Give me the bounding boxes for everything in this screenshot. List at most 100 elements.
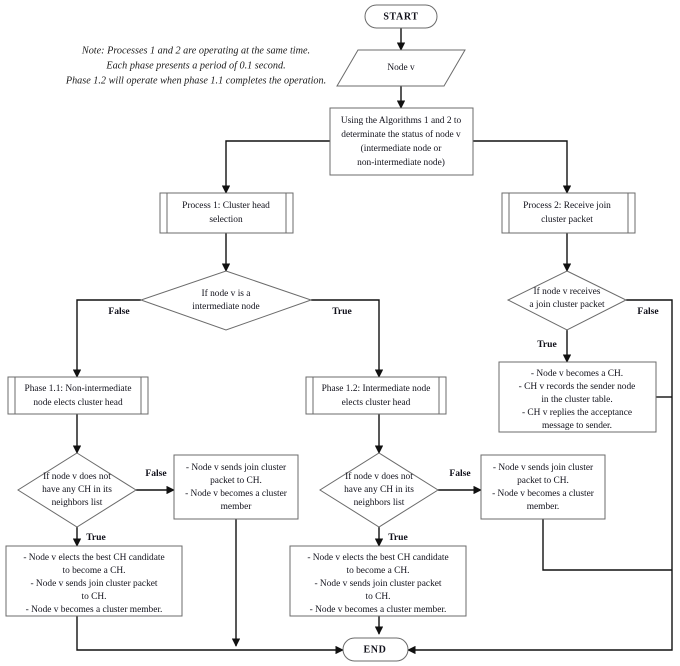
- edge-electbestleft-to-end: [76, 616, 344, 655]
- input-shape: [336, 49, 466, 87]
- node-algorithms: Using the Algorithms 1 and 2 to determin…: [329, 107, 474, 176]
- chactions-line-5: message to sender.: [542, 421, 612, 431]
- electbestright-line-4: to CH.: [365, 592, 390, 602]
- decision-joinpacket-line-2: a join cluster packet: [529, 300, 605, 310]
- algorithms-line-4: non-intermediate node): [357, 157, 445, 168]
- decision-intermediate-line-1: If node v is a: [202, 288, 252, 299]
- node-phase-1-1: Phase 1.1: Non-intermediate node elects …: [7, 376, 149, 415]
- decision-noch-left-line-1: If node v does not: [43, 471, 111, 482]
- chactions-shape: [498, 361, 657, 433]
- electbestright-line-2: to become a CH.: [346, 566, 409, 576]
- electbestleft-line-3: - Node v sends join cluster packet: [30, 579, 157, 589]
- label-noch-left-true: True: [86, 532, 106, 543]
- edge-intermediate-true-to-phase12: [311, 299, 384, 378]
- chactions-line-4: - CH v replies the acceptance: [522, 408, 632, 418]
- start-label: START: [383, 11, 418, 22]
- label-intermediate-true: True: [332, 306, 352, 317]
- node-phase-1-2: Phase 1.2: Intermediate node elects clus…: [305, 376, 447, 415]
- start-shape: [364, 4, 438, 29]
- electbestleft-line-1: - Node v elects the best CH candidate: [23, 553, 164, 563]
- phase12-line-1: Phase 1.2: Intermediate node: [322, 384, 431, 394]
- edge-joinmemberright-down: [542, 519, 672, 571]
- electbestleft-line-2: to become a CH.: [62, 566, 125, 576]
- joinmemberleft-line-1: - Node v sends join cluster: [186, 463, 287, 473]
- electbestleft-shape: [5, 545, 183, 617]
- connectors: [72, 28, 673, 655]
- process2-line-1: Process 2: Receive join: [523, 201, 611, 211]
- phase12-shape: [305, 376, 447, 415]
- node-elect-best-left: - Node v elects the best CH candidate to…: [5, 545, 183, 617]
- decision-intermediate-line-2: intermediate node: [192, 302, 259, 312]
- edge-intermediate-false-to-phase11: [72, 299, 141, 378]
- node-start: START: [364, 4, 438, 29]
- end-label: END: [364, 644, 387, 655]
- algorithms-shape: [329, 107, 474, 176]
- node-end: END: [342, 637, 409, 662]
- chactions-line-3: in the cluster table.: [541, 395, 612, 405]
- label-joinpacket-true: True: [537, 339, 557, 350]
- node-decision-no-ch-right: If node v does not have any CH in its ne…: [319, 452, 471, 543]
- decision-joinpacket-line-1: If node v receives: [534, 286, 601, 297]
- node-join-member-left: - Node v sends join cluster packet to CH…: [173, 454, 299, 520]
- edge-algorithms-to-process2: [473, 140, 572, 194]
- joinmemberright-line-2: packet to CH.: [517, 476, 569, 486]
- note-block: Note: Processes 1 and 2 are operating at…: [65, 45, 326, 86]
- input-label: Node v: [387, 63, 415, 73]
- joinmemberleft-shape: [173, 454, 299, 520]
- electbestright-line-5: - Node v becomes a cluster member.: [310, 605, 447, 615]
- phase12-line-2: elects cluster head: [342, 398, 411, 408]
- joinmemberright-line-1: - Node v sends join cluster: [493, 463, 594, 473]
- electbestright-shape: [289, 545, 467, 617]
- phase11-line-2: node elects cluster head: [33, 398, 123, 408]
- phase11-line-1: Phase 1.1: Non-intermediate: [24, 384, 131, 394]
- decision-noch-left-line-3: neighbors list: [52, 498, 103, 508]
- electbestright-line-3: - Node v sends join cluster packet: [314, 579, 441, 589]
- algorithms-line-3: (intermediate node or: [361, 143, 443, 154]
- algorithms-line-2: determinate the status of node v: [341, 129, 461, 140]
- node-decision-join-packet: If node v receives a join cluster packet…: [506, 270, 659, 350]
- algorithms-line-1: Using the Algorithms 1 and 2 to: [341, 116, 462, 126]
- decision-noch-right-line-1: If node v does not: [345, 471, 413, 482]
- label-intermediate-false: False: [108, 306, 130, 317]
- node-process2: Process 2: Receive join cluster packet: [501, 192, 636, 234]
- joinmemberleft-line-4: member: [221, 502, 253, 512]
- chactions-line-2: - CH v records the sender node: [519, 382, 636, 392]
- node-process1: Process 1: Cluster head selection: [159, 192, 294, 234]
- process2-line-2: cluster packet: [541, 215, 593, 225]
- electbestleft-line-5: - Node v becomes a cluster member.: [26, 605, 163, 615]
- phase11-shape: [7, 376, 149, 415]
- node-decision-no-ch-left: If node v does not have any CH in its ne…: [17, 452, 167, 543]
- node-elect-best-right: - Node v elects the best CH candidate to…: [289, 545, 467, 617]
- joinmemberright-shape: [480, 454, 606, 520]
- process1-shape: [159, 192, 294, 234]
- note-line-3: Phase 1.2 will operate when phase 1.1 co…: [65, 75, 326, 86]
- label-joinpacket-false: False: [637, 306, 659, 317]
- joinmemberright-line-3: - Node v becomes a cluster: [492, 489, 595, 499]
- note-line-2: Each phase presents a period of 0.1 seco…: [105, 60, 285, 71]
- end-shape: [342, 637, 409, 662]
- label-noch-right-true: True: [388, 532, 408, 543]
- process1-line-2: selection: [209, 215, 243, 225]
- joinmemberright-line-4: member.: [527, 502, 560, 512]
- decision-intermediate-shape: [139, 270, 313, 331]
- edge-algorithms-to-process1: [221, 140, 330, 194]
- label-noch-right-false: False: [449, 468, 471, 479]
- joinmemberleft-line-2: packet to CH.: [210, 476, 262, 486]
- decision-joinpacket-shape: [506, 270, 628, 331]
- node-input-node-v: Node v: [336, 49, 466, 87]
- process1-line-1: Process 1: Cluster head: [182, 201, 270, 211]
- joinmemberleft-line-3: - Node v becomes a cluster: [185, 489, 288, 499]
- node-decision-intermediate: If node v is a intermediate node False T…: [108, 270, 353, 331]
- electbestleft-line-4: to CH.: [81, 592, 106, 602]
- decision-noch-right-line-3: neighbors list: [354, 498, 405, 508]
- process2-shape: [501, 192, 636, 234]
- electbestright-line-1: - Node v elects the best CH candidate: [307, 553, 448, 563]
- chactions-line-1: - Node v becomes a CH.: [531, 369, 623, 379]
- decision-noch-right-line-2: have any CH in its: [344, 485, 414, 495]
- decision-noch-left-line-2: have any CH in its: [42, 485, 112, 495]
- node-ch-actions: - Node v becomes a CH. - CH v records th…: [498, 361, 657, 433]
- edge-joinpacket-false-to-end: [407, 299, 673, 655]
- label-noch-left-false: False: [145, 468, 167, 479]
